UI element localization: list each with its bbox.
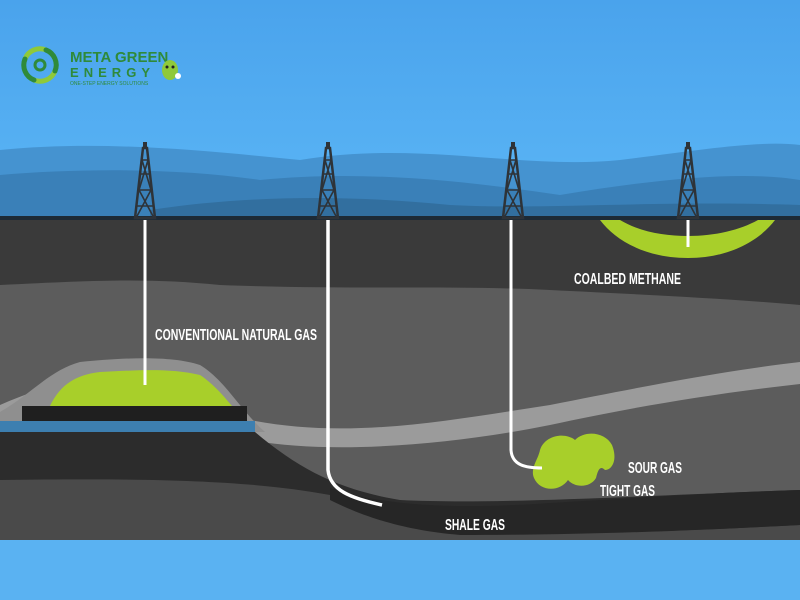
water-layer [0,421,255,432]
shale-band [330,488,800,535]
wells [143,220,690,507]
company-logo: META GREEN ENERGY ONE-STEP ENERGY SOLUTI… [21,46,181,87]
label-conventional-natural-gas: CONVENTIONAL NATURAL GAS [155,327,317,344]
logo-line1: META GREEN [70,49,168,66]
mascot-icon [162,60,181,80]
bottom-band [0,540,800,600]
label-sour-gas: SOUR GAS [628,460,682,477]
oil-layer [22,406,247,421]
tight-gas-pocket [532,433,615,489]
tight-gas-well [509,220,543,470]
shale-horizontal-well [326,220,383,507]
lowest-layer [0,479,800,540]
label-coalbed-methane: COALBED METHANE [574,271,681,288]
ground-line [0,216,800,220]
label-tight-gas: TIGHT GAS [600,483,655,500]
label-shale-gas: SHALE GAS [445,517,505,534]
logo-tagline: ONE-STEP ENERGY SOLUTIONS [70,81,149,87]
hills-front [150,198,800,220]
logo-swirl-icon [21,46,59,84]
conventional-gas-reservoir [50,370,232,406]
